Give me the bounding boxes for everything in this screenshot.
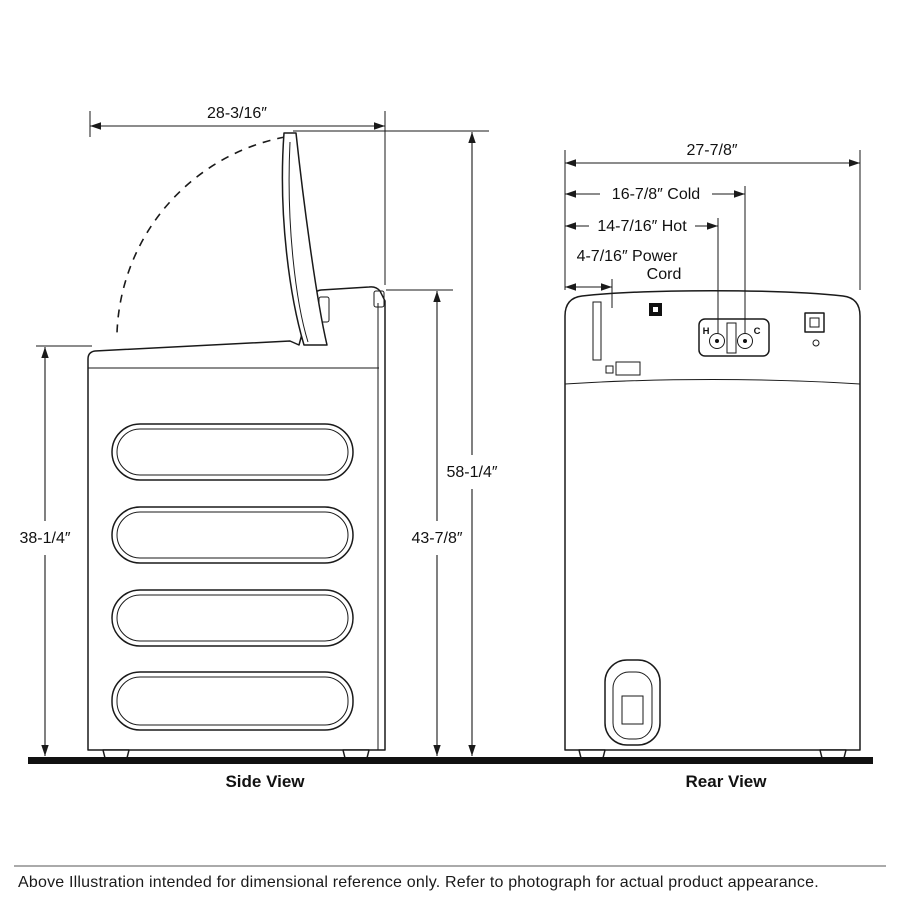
cold-valve: [737, 333, 753, 349]
lid-open: [281, 132, 328, 346]
dim-side-height-total: 58-1/4″: [446, 464, 497, 481]
console-detail-right: [373, 290, 385, 308]
valve-center-slot: [726, 322, 737, 354]
dim-rear-hot: 14-7/16″ Hot: [597, 218, 687, 235]
rear-foot-left: [578, 749, 606, 759]
panel-slot: [111, 589, 354, 647]
side-panel-slots: [111, 423, 354, 731]
dim-rear-power-line2: Cord: [647, 266, 682, 283]
side-foot-rear: [342, 749, 370, 759]
panel-slot: [111, 671, 354, 731]
dim-side-height-console: 43-7/8″: [411, 530, 462, 547]
water-valve-panel: H C: [698, 318, 770, 357]
dim-side-height-body: 38-1/4″: [19, 530, 70, 547]
dim-rear-power-line1: 4-7/16″ Power: [577, 248, 679, 265]
rear-right-detail: [804, 312, 825, 347]
lid-swing-arc: [116, 136, 286, 334]
rear-top-seam: [564, 379, 861, 385]
valve-recess: [698, 318, 770, 357]
drain-pump-cover: [604, 659, 661, 746]
dim-side-width: 28-3/16″: [207, 105, 267, 122]
power-connector: [649, 303, 662, 316]
panel-slot: [111, 506, 354, 564]
rear-view: H C: [564, 290, 861, 759]
dim-rear-cold: 16-7/8″ Cold: [612, 186, 700, 203]
rear-body-outline: [564, 290, 861, 751]
hot-valve-label: H: [703, 326, 710, 337]
hot-valve: [709, 333, 725, 349]
cold-valve-label: C: [754, 326, 761, 337]
floor-line: [28, 757, 873, 764]
side-view-label: Side View: [225, 772, 305, 791]
panel-slot: [111, 423, 354, 481]
rear-view-label: Rear View: [686, 772, 768, 791]
dim-rear-width: 27-7/8″: [686, 142, 737, 159]
rear-foot-right: [819, 749, 847, 759]
lid-inner-line: [288, 141, 309, 343]
side-foot-front: [102, 749, 130, 759]
footer-note: Above Illustration intended for dimensio…: [18, 874, 819, 891]
rear-seam-tab: [605, 361, 641, 376]
rear-view-dimensions: 27-7/8″ 16-7/8″ Cold 14-7/16″ Hot 4-7/16…: [564, 142, 861, 333]
side-view-dimensions: 28-3/16″ 58-1/4″ 43-7/8″ 38-1/4″: [19, 105, 498, 756]
rear-left-channel: [592, 301, 602, 361]
side-view: [87, 132, 386, 759]
